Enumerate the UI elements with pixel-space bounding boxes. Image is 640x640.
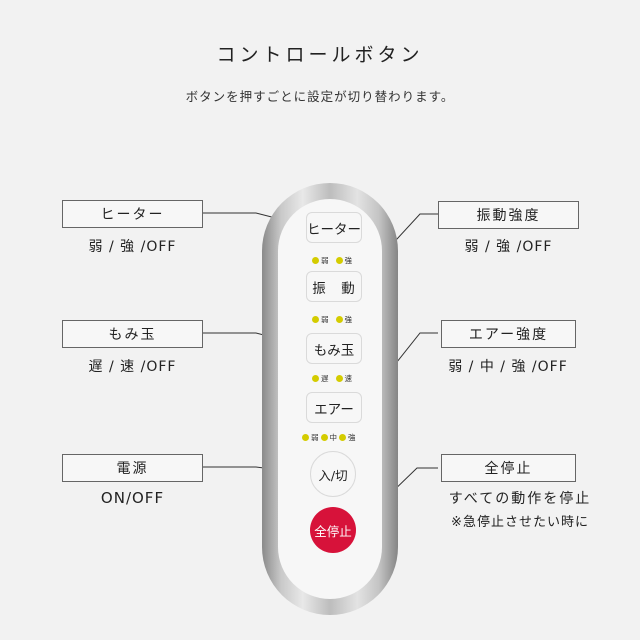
vibration-button[interactable]: 振 動 xyxy=(306,271,362,302)
vibration-indicators: 弱 強 xyxy=(312,314,359,325)
led-icon xyxy=(302,434,309,441)
led-icon xyxy=(312,257,319,264)
led-icon xyxy=(312,375,319,382)
power-callout-desc: ON/OFF xyxy=(100,489,165,507)
massage-ball-button[interactable]: もみ玉 xyxy=(306,333,362,364)
page-title: コントロールボタン xyxy=(216,44,424,66)
vibration-callout-desc: 弱 / 強 /OFF xyxy=(464,239,553,255)
vibration-callout-label: 振動強度 xyxy=(438,201,579,229)
led-icon xyxy=(320,434,328,441)
air-callout-desc: 弱 / 中 / 強 /OFF xyxy=(448,359,568,375)
massage-ball-callout-desc: 遅 / 速 /OFF xyxy=(88,359,177,375)
air-callout-label: エアー強度 xyxy=(441,320,576,348)
led-icon xyxy=(335,375,343,382)
heater-callout-desc: 弱 / 強 /OFF xyxy=(88,239,177,255)
heater-callout-label: ヒーター xyxy=(62,200,203,228)
air-indicators: 弱 中 強 xyxy=(302,432,358,443)
massage-ball-indicators: 遅 速 xyxy=(312,373,359,384)
stop-callout-desc: すべての動作を停止 xyxy=(448,491,592,507)
led-icon xyxy=(335,316,343,323)
led-icon xyxy=(335,257,343,264)
stop-callout-label: 全停止 xyxy=(441,454,576,482)
led-icon xyxy=(339,434,346,441)
air-button[interactable]: エアー xyxy=(306,392,362,423)
heater-button[interactable]: ヒーター xyxy=(306,212,362,243)
stop-callout-note: ※急停止させたい時に xyxy=(451,515,589,530)
led-icon xyxy=(312,316,319,323)
massage-ball-callout-label: もみ玉 xyxy=(62,320,203,348)
power-callout-label: 電源 xyxy=(62,454,203,482)
heater-indicators: 弱 強 xyxy=(312,255,359,266)
power-button[interactable]: 入/切 xyxy=(310,451,356,497)
page-subtitle: ボタンを押すごとに設定が切り替わります。 xyxy=(185,89,455,104)
emergency-stop-button[interactable]: 全停止 xyxy=(310,507,356,553)
